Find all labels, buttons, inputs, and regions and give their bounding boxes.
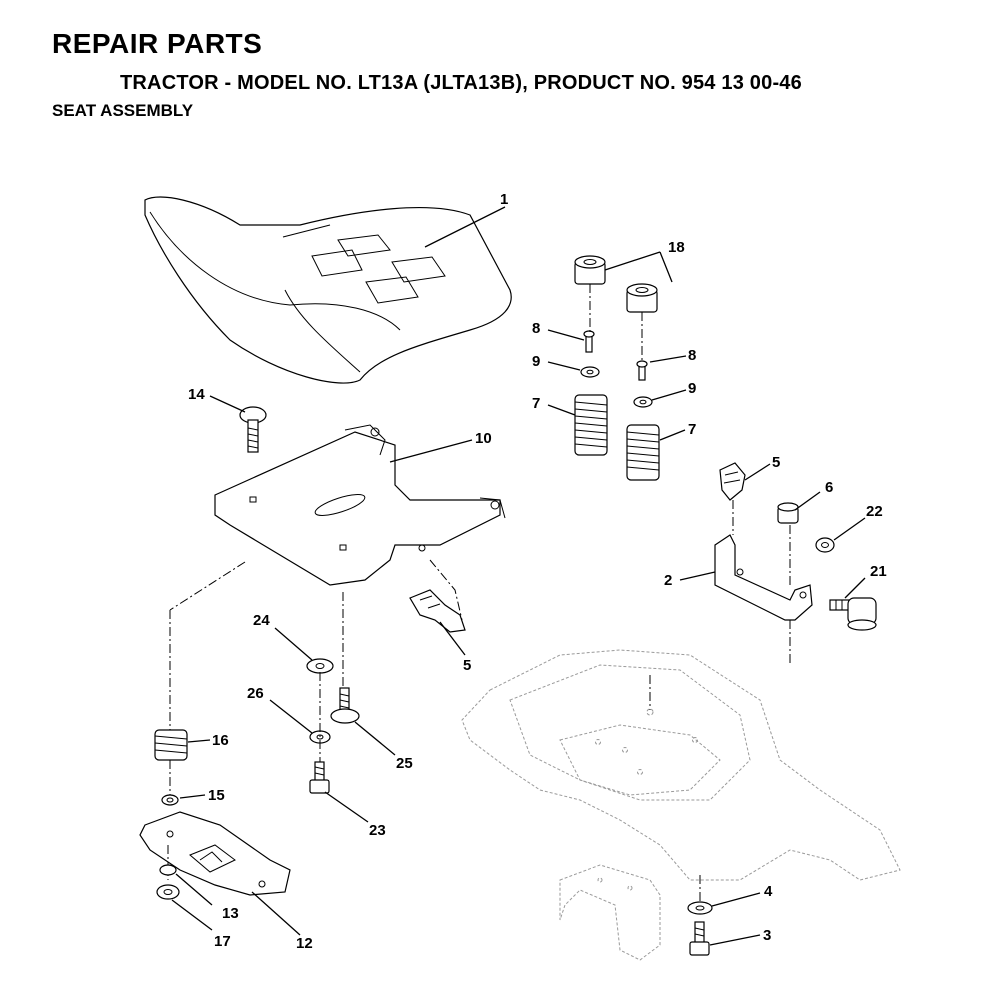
lower-mount-bracket xyxy=(559,864,661,961)
page-title: REPAIR PARTS xyxy=(52,28,263,59)
callout-26: 26 xyxy=(247,685,264,702)
callout-9a: 9 xyxy=(532,353,540,370)
washer-4 xyxy=(687,901,713,915)
callout-2: 2 xyxy=(664,572,672,589)
washer-24 xyxy=(306,658,334,674)
callout-14: 14 xyxy=(188,386,205,403)
carriage-bolt-14 xyxy=(239,406,267,453)
callout-6: 6 xyxy=(825,479,833,496)
callout-5a: 5 xyxy=(772,454,780,471)
callout-8b: 8 xyxy=(688,347,696,364)
adjustment-knob-5-upper xyxy=(719,462,746,501)
model-subtitle: TRACTOR - MODEL NO. LT13A (JLTA13B), PRO… xyxy=(120,72,802,94)
callout-1: 1 xyxy=(500,191,508,208)
nut-6 xyxy=(777,502,799,524)
spacer-18 xyxy=(574,255,658,313)
knob-21 xyxy=(829,597,877,631)
tractor-frame xyxy=(461,649,901,881)
callout-5b: 5 xyxy=(463,657,471,674)
callout-9b: 9 xyxy=(688,380,696,397)
callout-23: 23 xyxy=(369,822,386,839)
washer-9 xyxy=(580,366,653,408)
callout-16: 16 xyxy=(212,732,229,749)
pivot-plate-12 xyxy=(139,811,291,896)
callout-17: 17 xyxy=(214,933,231,950)
callout-8a: 8 xyxy=(532,320,540,337)
callout-24: 24 xyxy=(253,612,270,629)
callout-12: 12 xyxy=(296,935,313,952)
bolt-23 xyxy=(309,761,330,794)
screw-8 xyxy=(583,330,648,381)
washer-15 xyxy=(161,794,179,806)
callout-3: 3 xyxy=(763,927,771,944)
seat-pan xyxy=(214,424,506,586)
spacer-13 xyxy=(159,864,177,876)
callout-21: 21 xyxy=(870,563,887,580)
callout-7b: 7 xyxy=(688,421,696,438)
bracket-2 xyxy=(714,534,813,621)
callout-7a: 7 xyxy=(532,395,540,412)
callout-22: 22 xyxy=(866,503,883,520)
section-heading: SEAT ASSEMBLY xyxy=(52,101,194,120)
adjustment-knob-5-lower xyxy=(409,589,466,633)
seat xyxy=(144,196,512,384)
callout-10: 10 xyxy=(475,430,492,447)
bolt-25 xyxy=(330,687,360,724)
spring-16 xyxy=(154,729,188,761)
callout-13: 13 xyxy=(222,905,239,922)
nut-17 xyxy=(156,884,180,900)
spring-7 xyxy=(574,394,660,481)
callout-18: 18 xyxy=(668,239,685,256)
callout-25: 25 xyxy=(396,755,413,772)
callout-15: 15 xyxy=(208,787,225,804)
washer-22 xyxy=(815,537,835,553)
callout-4: 4 xyxy=(764,883,773,900)
bolt-3 xyxy=(689,921,710,956)
